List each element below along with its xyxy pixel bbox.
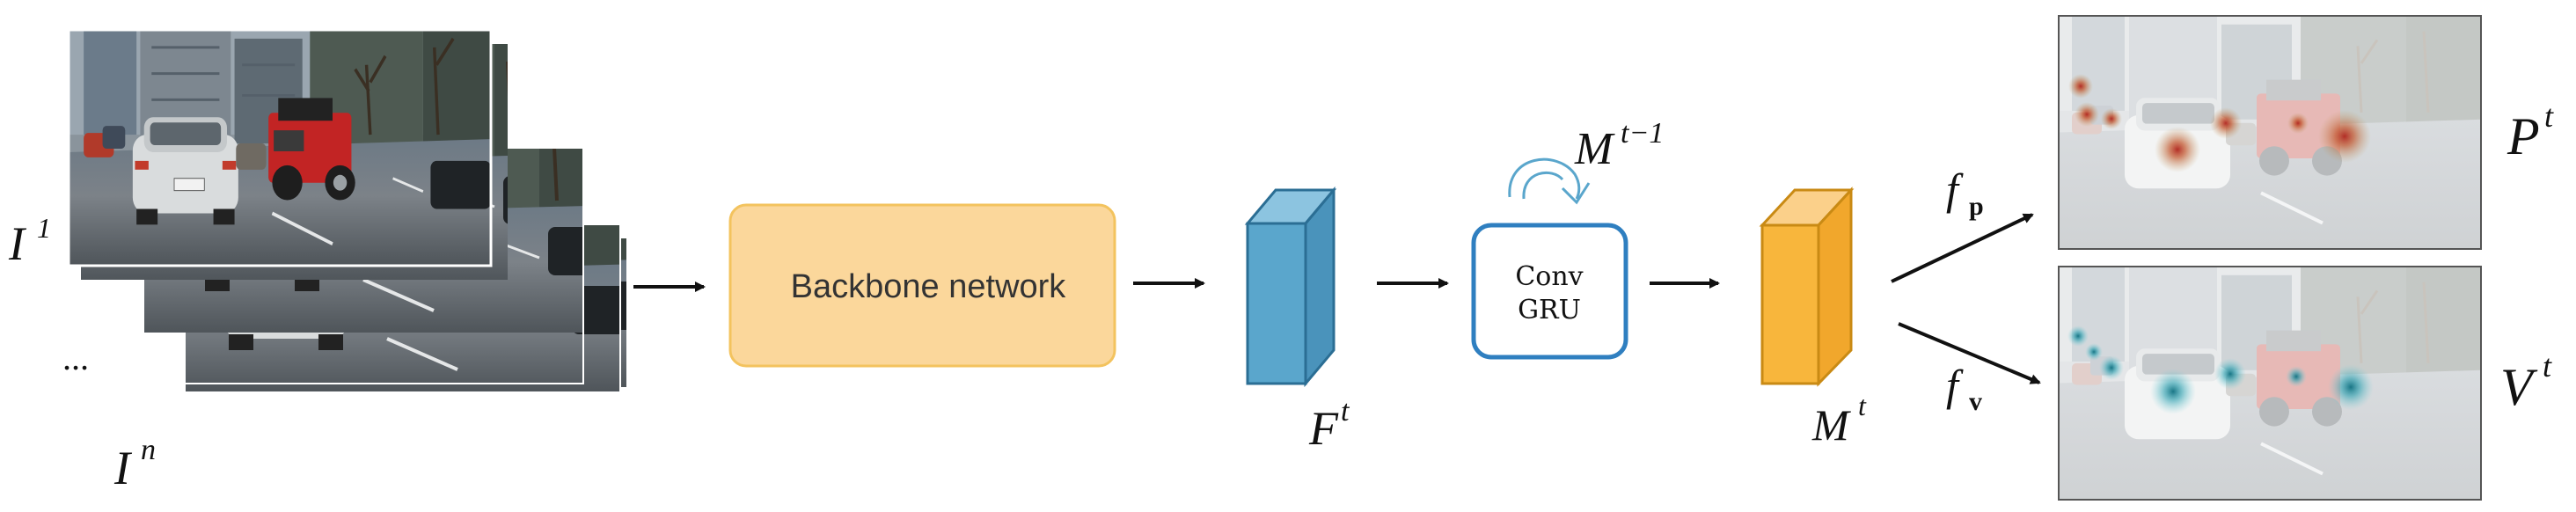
memory-label-sup: t bbox=[1858, 390, 1867, 421]
p-output-label-sup: t bbox=[2544, 99, 2554, 134]
v-output-label: V bbox=[2500, 358, 2538, 416]
conv-gru-line2: GRU bbox=[1518, 295, 1581, 325]
recurrent-label-sup: t−1 bbox=[1621, 117, 1664, 150]
memory-label: M bbox=[1811, 400, 1851, 450]
v-output-label-sup: t bbox=[2543, 348, 2552, 384]
feature-label-sup: t bbox=[1341, 395, 1350, 428]
p-heat-spot bbox=[2101, 108, 2122, 129]
output-p-heatmap bbox=[2058, 15, 2482, 250]
p-heat-spot bbox=[2068, 74, 2093, 99]
feature-label: F bbox=[1308, 402, 1339, 455]
p-heat-spot bbox=[2318, 110, 2371, 163]
backbone-block: Backbone network bbox=[728, 203, 1116, 368]
v-heat-spot bbox=[2085, 343, 2103, 361]
input-label-last-sup: n bbox=[141, 434, 156, 466]
memory-block bbox=[1759, 187, 1855, 387]
recurrent-loop-arrow bbox=[1508, 157, 1581, 200]
p-output-label: P bbox=[2506, 107, 2540, 165]
v-heat-spot bbox=[2067, 325, 2089, 347]
recurrent-label: M bbox=[1574, 124, 1615, 174]
input-frame-stack bbox=[67, 28, 628, 476]
arrow-to-p-head bbox=[1891, 213, 2034, 283]
output-v-heatmap bbox=[2058, 266, 2482, 501]
input-frame-front bbox=[67, 28, 493, 267]
fv-label-sub: v bbox=[1969, 387, 1982, 416]
v-heat-spot bbox=[2214, 358, 2246, 390]
fp-label: f bbox=[1946, 165, 1964, 214]
input-label-first: I bbox=[8, 217, 27, 270]
backbone-box bbox=[728, 203, 1116, 368]
p-heat-spot bbox=[2155, 127, 2200, 172]
conv-gru-block: Conv GRU bbox=[1471, 157, 1628, 360]
fp-label-sub: p bbox=[1969, 192, 1984, 221]
backbone-label: Backbone network bbox=[791, 268, 1067, 305]
conv-gru-line1: Conv bbox=[1515, 261, 1583, 292]
p-heat-spot bbox=[2075, 102, 2099, 127]
feature-map-block bbox=[1244, 186, 1337, 388]
v-heat-spot bbox=[2286, 366, 2307, 387]
input-label-first-sup: 1 bbox=[37, 212, 51, 244]
conv-gru-box bbox=[1471, 223, 1628, 360]
v-heat-spot bbox=[2099, 355, 2124, 380]
v-heat-spot bbox=[2328, 364, 2374, 410]
input-label-dots: ... bbox=[63, 338, 90, 377]
p-heat-spot bbox=[2210, 107, 2242, 139]
p-heat-spot bbox=[2287, 113, 2309, 134]
arrow-to-v-head bbox=[1898, 322, 2041, 384]
fv-label: f bbox=[1946, 361, 1964, 410]
input-label-last: I bbox=[113, 442, 133, 494]
v-heat-spot bbox=[2150, 369, 2196, 414]
